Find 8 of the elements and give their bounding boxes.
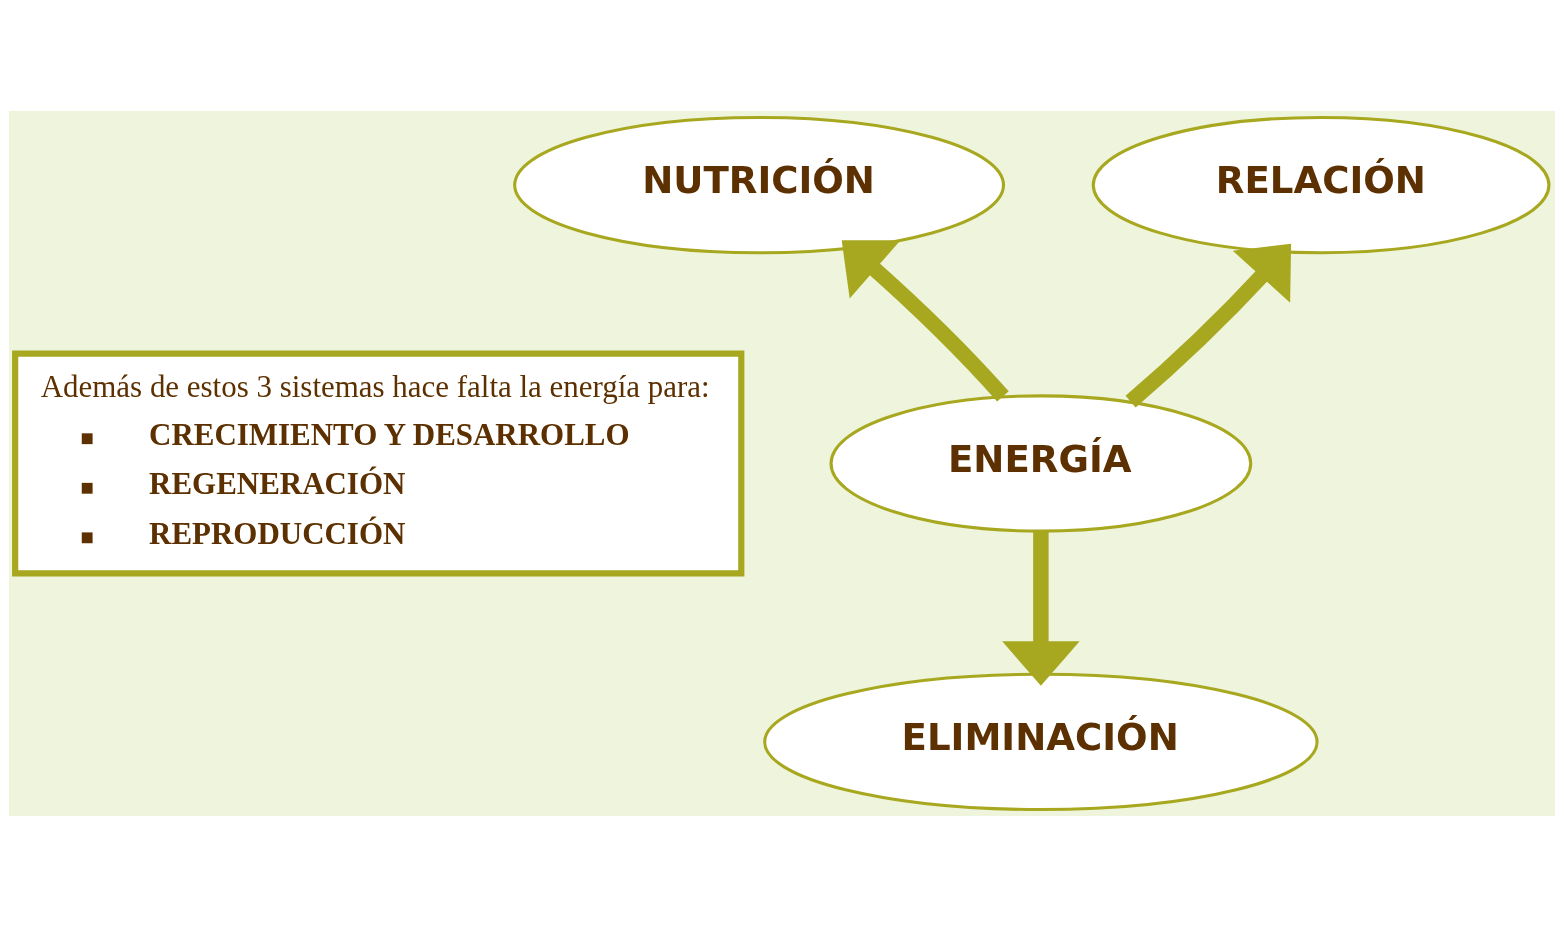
- arrow: [1125, 243, 1292, 408]
- arrow: [841, 240, 1009, 402]
- node-ellipse: NUTRICIÓN: [513, 115, 1006, 255]
- node-ellipse: ENERGÍA: [829, 394, 1253, 533]
- node-ellipse: RELACIÓN: [1091, 115, 1551, 255]
- arrow: [1002, 531, 1080, 686]
- node-ellipse: ELIMINACIÓN: [763, 672, 1319, 812]
- node-box: Además de estos 3 sistemas hace falta la energía para: CRECIMIENTO Y DESARROLLO REGENERACIÓN REPRODUCCIÓN: [12, 350, 745, 577]
